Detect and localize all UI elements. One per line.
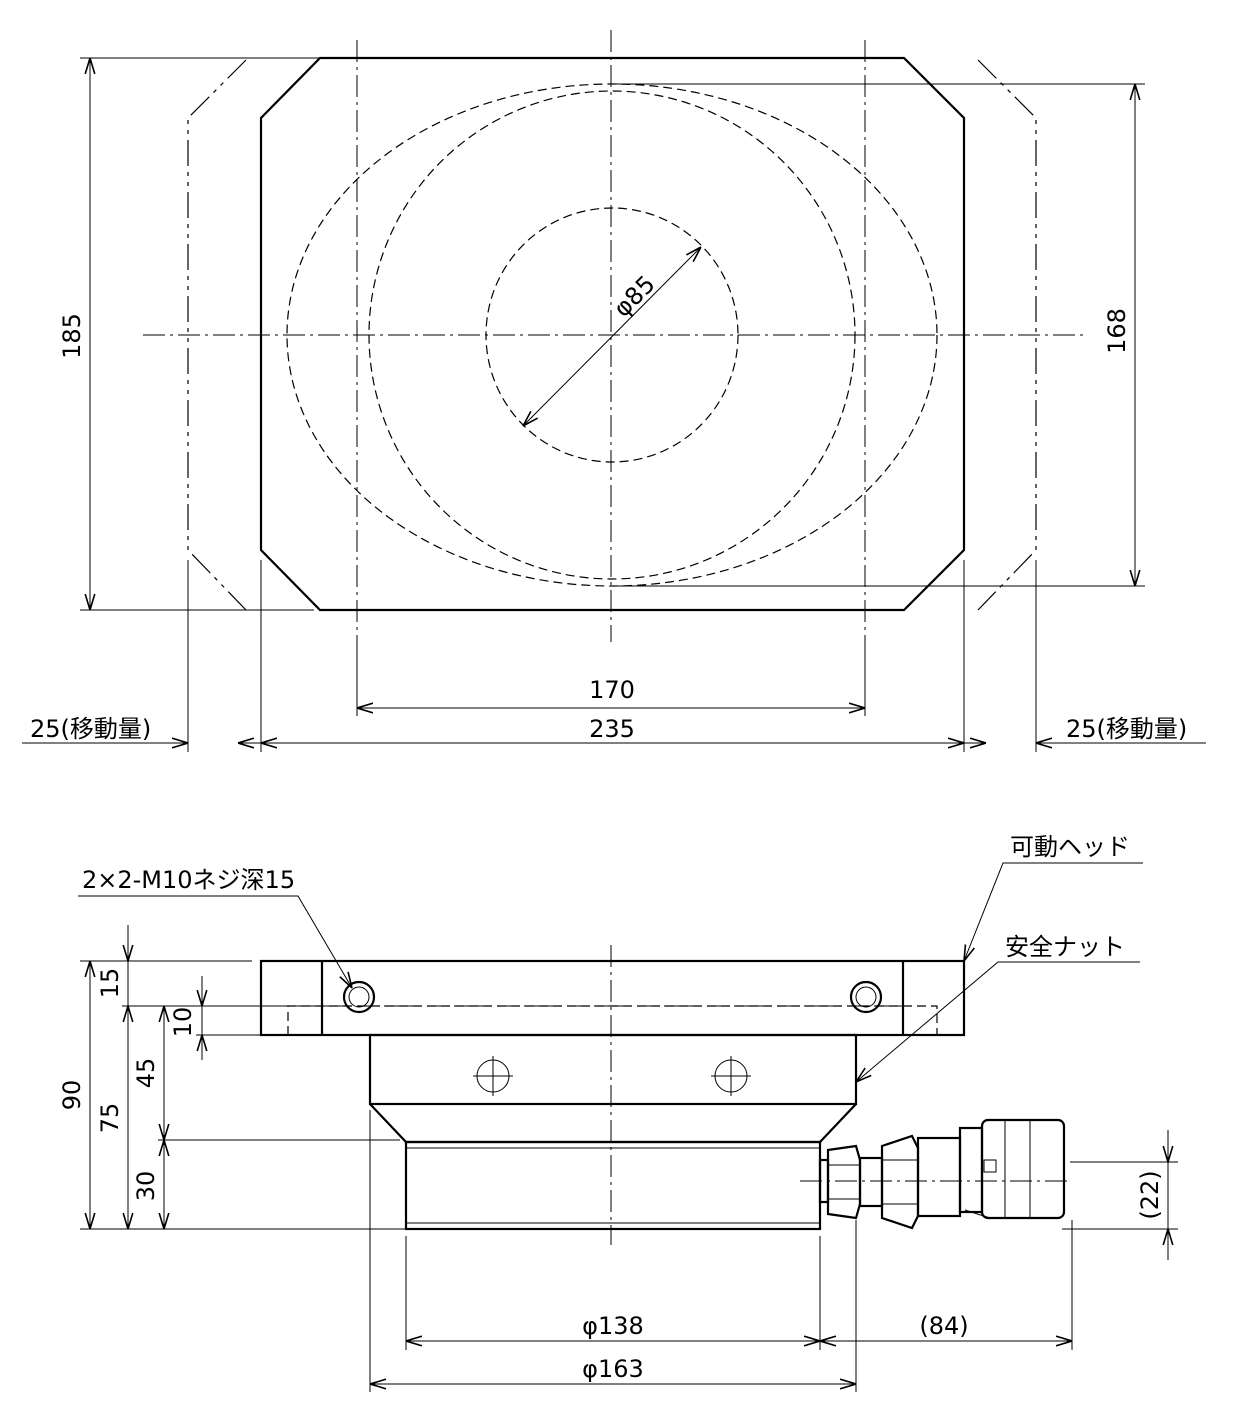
front-tapped-hole-left xyxy=(342,980,376,1014)
plan-bore-dimension-text: φ85 xyxy=(608,270,661,323)
front-safety-nut-leader xyxy=(856,961,1140,1082)
front-nut-chamfer xyxy=(369,1103,857,1144)
front-movable-head-label: 可動ヘッド xyxy=(1010,833,1130,861)
plan-width-dimension-text: 235 xyxy=(589,715,635,743)
plan-bore-dimension-line xyxy=(523,247,701,426)
plan-inner-height-dimension-text: 168 xyxy=(1103,308,1131,354)
plan-mid-hidden-circle xyxy=(368,90,856,580)
front-tapped-hole-right-inner xyxy=(855,986,877,1008)
front-tapped-holes-label: 2×2-M10ネジ深15 xyxy=(82,866,295,894)
front-tapped-hole-left-inner xyxy=(348,986,370,1008)
front-tapped-holes-leader xyxy=(78,895,352,988)
front-movable-head-leader xyxy=(964,862,1143,961)
front-coupler-length-text: (84) xyxy=(919,1312,968,1340)
plan-travel-left-text: 25(移動量) xyxy=(30,715,151,743)
front-view: 2×2-M10ネジ深15 可動ヘッド 安全ナット 90 15 75 10 45 … xyxy=(58,833,1178,1392)
plan-view: φ85 185 168 170 235 25(移動量) 25(移動量) xyxy=(22,30,1206,752)
front-coupler xyxy=(818,1118,1066,1230)
plan-travel-right-text: 25(移動量) xyxy=(1066,715,1187,743)
front-head-hidden-recess xyxy=(287,1005,938,1035)
front-base-cylinder xyxy=(404,1140,822,1231)
front-safety-nut-label: 安全ナット xyxy=(1005,933,1125,961)
plan-travel-outline-right xyxy=(977,59,1037,611)
front-head-thickness-text: 15 xyxy=(96,968,124,999)
plan-travel-outline-left xyxy=(187,59,247,611)
front-coupler-height-text: (22) xyxy=(1136,1170,1164,1219)
front-base-dia-text: φ138 xyxy=(582,1312,644,1340)
front-hole-offset-text: 10 xyxy=(169,1007,197,1038)
plan-height-dimension-text: 185 xyxy=(58,313,86,359)
front-nut-dia-text: φ163 xyxy=(582,1355,644,1383)
plan-head-plate-outline xyxy=(259,56,966,612)
plan-bore-hidden-circle xyxy=(485,207,739,463)
front-body-height-text: 75 xyxy=(96,1103,124,1134)
front-tapped-hole-right xyxy=(849,980,883,1014)
front-base-height-text: 30 xyxy=(132,1171,160,1202)
plan-hole-pitch-dimension-text: 170 xyxy=(589,676,635,704)
front-nut-height-text: 45 xyxy=(132,1058,160,1089)
front-total-height-text: 90 xyxy=(58,1080,86,1111)
front-safety-nut xyxy=(368,1033,858,1106)
front-movable-head xyxy=(259,959,966,1037)
